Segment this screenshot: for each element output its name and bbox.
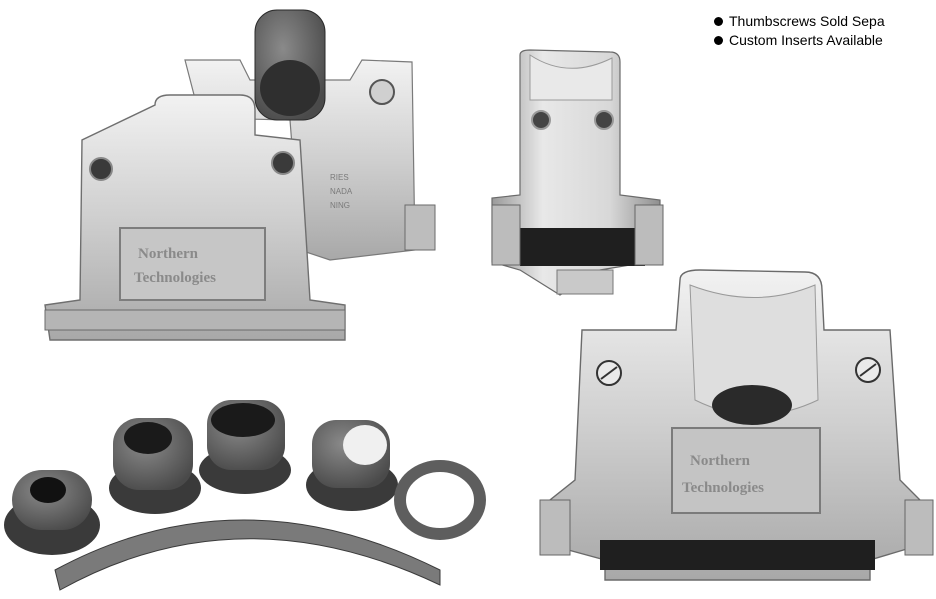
grommet-runner <box>54 519 441 591</box>
hex-screw-icon <box>89 157 113 181</box>
hood-large-right: Northern Technologies <box>539 269 934 581</box>
grommet-ring <box>394 460 486 540</box>
hood-small <box>491 49 664 296</box>
grommet-tree <box>4 400 486 591</box>
hex-screw-icon <box>594 110 614 130</box>
note-thumbscrews-text: Thumbscrews Sold Sepa <box>729 13 885 29</box>
hex-screw-icon <box>369 79 395 105</box>
grommet-2 <box>109 418 201 514</box>
logo-plate <box>119 227 266 301</box>
large-right-latch <box>904 499 934 556</box>
hex-screw-icon <box>271 151 295 175</box>
grommet-4 <box>306 420 398 511</box>
back-latch <box>404 204 436 251</box>
mounting-flange <box>44 309 346 331</box>
hex-screw-icon <box>531 110 551 130</box>
large-left-latch <box>539 499 571 556</box>
boot-opening <box>260 60 320 116</box>
small-right-latch <box>634 204 664 266</box>
logo-engraving: Northern Technologies <box>682 453 764 496</box>
small-hood-neck <box>529 54 613 101</box>
large-cable-opening <box>712 385 792 425</box>
bullet-icon <box>714 36 723 45</box>
note-thumbscrews: Thumbscrews Sold Sepa <box>714 12 936 31</box>
note-custom-inserts: Custom Inserts Available <box>714 31 936 50</box>
note-custom-inserts-text: Custom Inserts Available <box>729 32 883 48</box>
grommet-3 <box>199 400 291 494</box>
side-plate-engraving: RIES NADA NING <box>330 173 353 210</box>
svg-text:NING: NING <box>330 201 350 210</box>
svg-text:Northern: Northern <box>138 246 199 262</box>
svg-text:NADA: NADA <box>330 187 353 196</box>
bullet-icon <box>714 17 723 26</box>
feature-notes: Thumbscrews Sold Sepa Custom Inserts Ava… <box>714 12 936 50</box>
small-tab <box>556 269 614 295</box>
logo-engraving: Northern Technologies <box>134 246 216 286</box>
svg-text:Technologies: Technologies <box>682 480 764 496</box>
grommet-1 <box>4 470 100 555</box>
logo-plate <box>671 427 821 514</box>
small-left-latch <box>491 204 521 266</box>
hood-front-large-left: Northern Technologies <box>44 94 346 341</box>
svg-text:Technologies: Technologies <box>134 270 216 286</box>
svg-text:Northern: Northern <box>690 453 751 469</box>
svg-text:RIES: RIES <box>330 173 349 182</box>
large-connector-opening <box>600 540 875 570</box>
small-connector-opening <box>520 228 645 266</box>
